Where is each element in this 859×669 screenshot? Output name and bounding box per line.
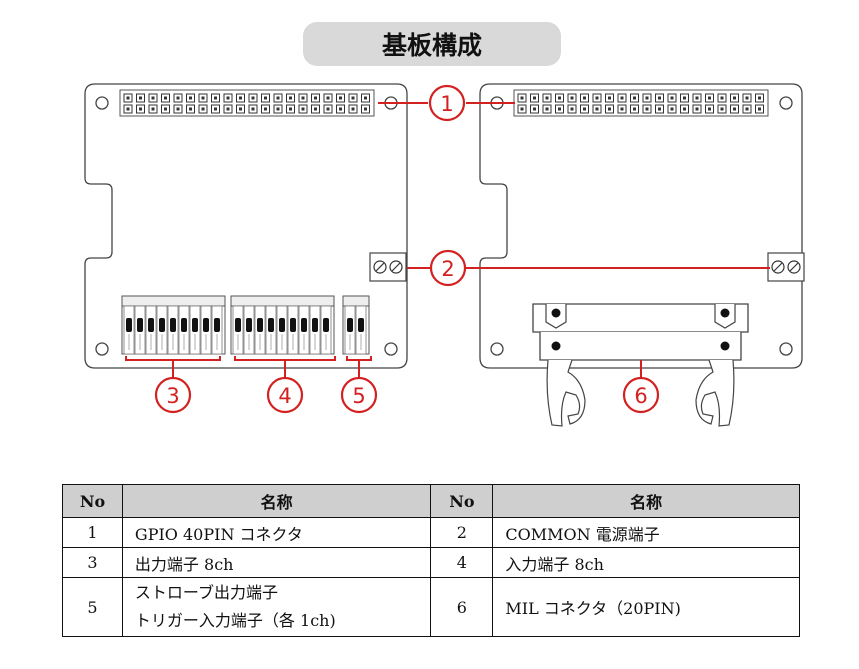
mount-hole <box>95 342 109 356</box>
callout-2: 2 <box>429 249 467 287</box>
svg-text:5: 5 <box>352 384 365 408</box>
common-terminal-left <box>369 252 407 282</box>
table-header-row: No 名称 No 名称 <box>62 484 800 518</box>
gpio-header-left <box>119 89 375 117</box>
header-no-left: No <box>62 484 123 518</box>
callout-lines <box>125 102 770 378</box>
gpio-header-right <box>513 89 769 117</box>
common-terminal-right <box>767 252 805 282</box>
table-row: 3 出力端子 8ch 4 入力端子 8ch <box>62 547 800 578</box>
row-no: 5 <box>62 577 123 637</box>
callout-3: 3 <box>154 376 192 414</box>
board-diagram: 1 2 3 4 5 6 <box>84 83 805 427</box>
row-name: GPIO 40PIN コネクタ <box>121 517 432 548</box>
row-no: 1 <box>62 517 123 548</box>
page-title: 基板構成 <box>303 22 561 66</box>
svg-text:6: 6 <box>634 384 647 408</box>
row-name: MIL コネクタ（20PIN) <box>492 577 800 637</box>
row-name-line: トリガー入力端子（各 1ch) <box>134 611 336 630</box>
row-name-line: ストローブ出力端子 <box>134 583 278 602</box>
mount-hole <box>384 342 398 356</box>
row-name: 出力端子 8ch <box>121 547 432 578</box>
mil-connector <box>532 303 749 427</box>
row-name: COMMON 電源端子 <box>492 517 800 548</box>
right-board-outline <box>479 83 803 369</box>
mount-hole <box>95 96 109 110</box>
svg-text:4: 4 <box>278 384 291 408</box>
header-name-left: 名称 <box>121 484 432 518</box>
row-no: 6 <box>430 577 494 637</box>
callout-5: 5 <box>340 376 378 414</box>
row-name: ストローブ出力端子 トリガー入力端子（各 1ch) <box>121 577 432 637</box>
parts-table: No 名称 No 名称 1 GPIO 40PIN コネクタ 2 COMMON 電… <box>62 484 800 637</box>
table-row: 1 GPIO 40PIN コネクタ 2 COMMON 電源端子 <box>62 517 800 548</box>
svg-text:2: 2 <box>441 257 454 281</box>
callout-1: 1 <box>428 84 466 122</box>
mount-hole <box>779 96 793 110</box>
table-row: 5 ストローブ出力端子 トリガー入力端子（各 1ch) 6 MIL コネクタ（2… <box>62 577 800 637</box>
row-no: 3 <box>62 547 123 578</box>
row-no: 2 <box>430 517 494 548</box>
svg-text:1: 1 <box>440 92 453 116</box>
callout-4: 4 <box>266 376 304 414</box>
terminal-blocks <box>121 295 370 355</box>
header-name-right: 名称 <box>492 484 800 518</box>
row-name: 入力端子 8ch <box>492 547 800 578</box>
row-no: 4 <box>430 547 494 578</box>
header-no-right: No <box>430 484 494 518</box>
mount-hole <box>779 342 793 356</box>
callout-6: 6 <box>622 376 660 414</box>
mount-hole <box>490 342 504 356</box>
svg-text:3: 3 <box>166 384 179 408</box>
